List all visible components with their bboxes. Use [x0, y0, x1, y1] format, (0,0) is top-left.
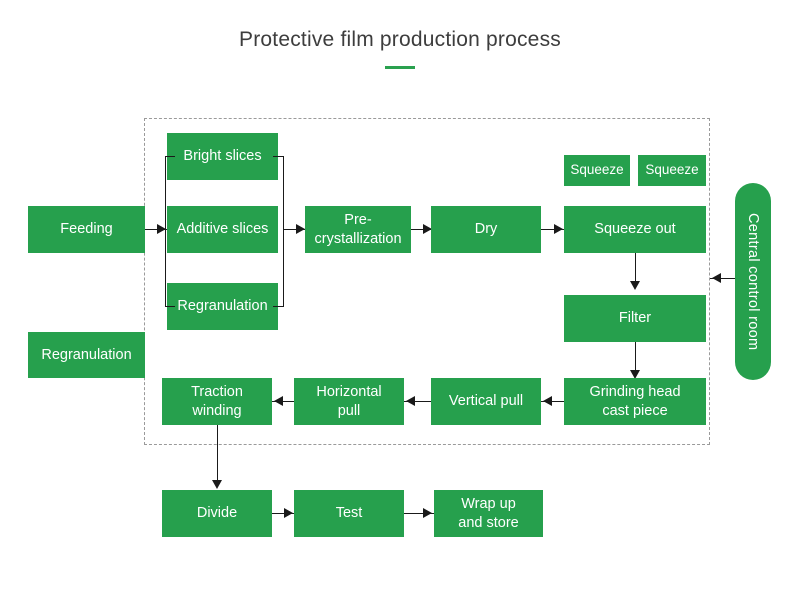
- node-pre-crystallization[interactable]: Pre- crystallization: [305, 206, 411, 253]
- arrowhead-dry-to-squeeze-out: [554, 224, 563, 234]
- node-squeeze-right[interactable]: Squeeze: [638, 155, 706, 186]
- connector-squeeze-out-to-filter: [635, 253, 636, 286]
- arrowhead-divide-to-test: [284, 508, 293, 518]
- arrowhead-vertical-pull-to-horizontal-pull: [406, 396, 415, 406]
- node-squeeze-out[interactable]: Squeeze out: [564, 206, 706, 253]
- node-dry[interactable]: Dry: [431, 206, 541, 253]
- bracket-left-bottom-stub: [165, 306, 175, 307]
- arrowhead-precrystallization-to-dry: [423, 224, 432, 234]
- connector-control-room-to-area: [710, 278, 735, 279]
- node-central-control-room[interactable]: Central control room: [735, 183, 771, 380]
- node-additive-slices[interactable]: Additive slices: [167, 206, 278, 253]
- connector-test-to-wrap-up: [404, 513, 434, 514]
- connector-horizontal-pull-to-traction-winding: [272, 401, 294, 402]
- bracket-right-vertical: [283, 156, 284, 307]
- node-regranulation-inside[interactable]: Regranulation: [167, 283, 278, 330]
- arrowhead-filter-to-grinding-head: [630, 370, 640, 379]
- connector-divide-to-test: [272, 513, 294, 514]
- arrowhead-squeeze-out-to-filter: [630, 281, 640, 290]
- connector-traction-winding-to-divide: [217, 425, 218, 485]
- arrowhead-group-to-precrystallization: [296, 224, 305, 234]
- node-bright-slices[interactable]: Bright slices: [167, 133, 278, 180]
- bracket-left-vertical: [165, 156, 166, 307]
- node-test[interactable]: Test: [294, 490, 404, 537]
- page-title: Protective film production process: [239, 28, 561, 51]
- arrowhead-traction-winding-to-divide: [212, 480, 222, 489]
- node-vertical-pull[interactable]: Vertical pull: [431, 378, 541, 425]
- connector-grinding-head-to-vertical-pull: [541, 401, 564, 402]
- arrowhead-control-room-to-area: [712, 273, 721, 283]
- connector-dry-to-squeeze-out: [541, 229, 564, 230]
- arrowhead-test-to-wrap-up: [423, 508, 432, 518]
- node-squeeze-left[interactable]: Squeeze: [564, 155, 630, 186]
- node-traction-winding[interactable]: Traction winding: [162, 378, 272, 425]
- arrowhead-feeding-to-group: [157, 224, 166, 234]
- node-wrap-up-and-store[interactable]: Wrap up and store: [434, 490, 543, 537]
- node-divide[interactable]: Divide: [162, 490, 272, 537]
- bracket-right-top-stub: [273, 156, 284, 157]
- connector-precrystallization-to-dry: [411, 229, 432, 230]
- arrowhead-horizontal-pull-to-traction-winding: [274, 396, 283, 406]
- arrowhead-grinding-head-to-vertical-pull: [543, 396, 552, 406]
- central-control-room-label: Central control room: [745, 212, 761, 351]
- connector-filter-to-grinding-head: [635, 342, 636, 375]
- title-underline-rule: [385, 66, 415, 69]
- connector-vertical-pull-to-horizontal-pull: [404, 401, 431, 402]
- node-horizontal-pull[interactable]: Horizontal pull: [294, 378, 404, 425]
- node-regranulation-outside[interactable]: Regranulation: [28, 332, 145, 378]
- bracket-right-bottom-stub: [273, 306, 284, 307]
- production-area-boundary: [144, 118, 710, 445]
- connector-feeding-to-group: [145, 229, 167, 230]
- connector-group-to-precrystallization: [283, 229, 305, 230]
- node-grinding-head-cast-piece[interactable]: Grinding head cast piece: [564, 378, 706, 425]
- node-filter[interactable]: Filter: [564, 295, 706, 342]
- node-feeding[interactable]: Feeding: [28, 206, 145, 253]
- bracket-left-top-stub: [165, 156, 175, 157]
